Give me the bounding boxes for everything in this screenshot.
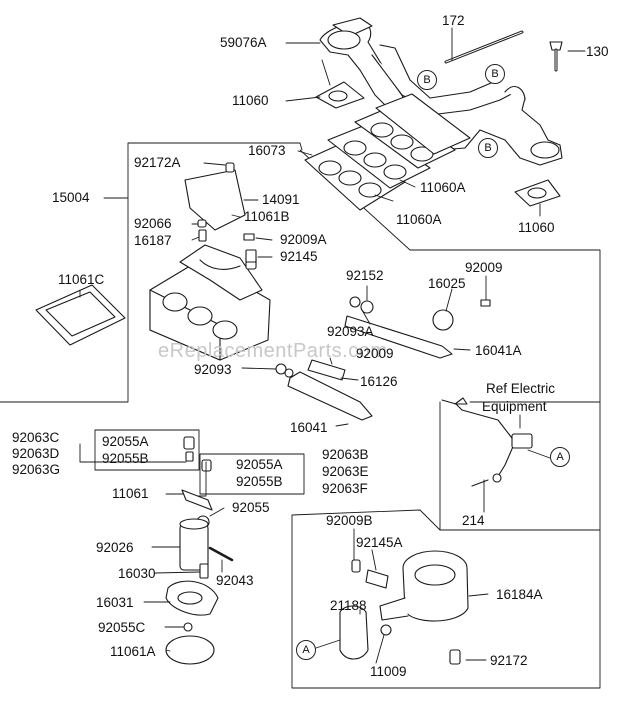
leader-lines (79, 27, 586, 664)
intake-manifold (319, 17, 563, 166)
part-label-92055B: 92055B (236, 474, 283, 489)
part-label-11061A: 11061A (110, 644, 156, 659)
carb-gasket (35, 284, 126, 346)
frame-lines (0, 142, 601, 689)
choke-parts (184, 162, 257, 263)
part-label-92026: 92026 (96, 540, 134, 555)
part-label-92063F: 92063F (322, 481, 368, 496)
part-label-92055: 92055 (232, 500, 270, 515)
watermark: eReplacementParts.com (158, 340, 388, 362)
part-label-16041A: 16041A (475, 343, 522, 358)
part-label-92172: 92172 (490, 653, 528, 668)
part-label-92055A: 92055A (102, 434, 149, 449)
part-label-11061C: 11061C (58, 272, 105, 287)
part-label-92063B: 92063B (322, 447, 369, 462)
part-label-11060A: 11060A (420, 180, 466, 195)
part-label-59076A: 59076A (220, 35, 267, 50)
part-label-214: 214 (462, 513, 485, 528)
part-label-11009: 11009 (370, 664, 407, 679)
part-label-14091: 14091 (262, 192, 300, 207)
part-label-92063C: 92063C (12, 430, 60, 445)
wire-harness (441, 397, 533, 487)
part-label-16031: 16031 (96, 595, 134, 610)
part-label-16041: 16041 (290, 420, 328, 435)
part-label-16073: 16073 (248, 143, 286, 158)
callout-b: B (485, 64, 505, 84)
float-bowl-assembly (165, 436, 234, 665)
part-label-16184A: 16184A (496, 587, 543, 602)
stud-and-bolt (444, 30, 563, 72)
part-label-92055B: 92055B (102, 451, 149, 466)
flange-gaskets (315, 81, 561, 207)
part-label-92152: 92152 (346, 268, 384, 283)
part-label-16030: 16030 (118, 566, 156, 581)
callout-b: B (478, 138, 498, 158)
part-label-11060A: 11060A (396, 212, 442, 227)
part-label-15004: 15004 (52, 190, 90, 205)
part-label-11060: 11060 (518, 220, 555, 235)
part-label-92055A: 92055A (236, 457, 283, 472)
part-label-92043: 92043 (216, 573, 254, 588)
part-label-92066: 92066 (134, 216, 172, 231)
part-label-92093A: 92093A (327, 324, 374, 339)
part-label-92063E: 92063E (322, 464, 369, 479)
part-label-16126: 16126 (360, 374, 398, 389)
part-label-130: 130 (586, 44, 609, 59)
part-label-172: 172 (442, 13, 465, 28)
callout-a: A (296, 640, 316, 660)
callout-b: B (417, 70, 437, 90)
part-label-92055C: 92055C (98, 620, 146, 635)
part-label-92009: 92009 (356, 346, 394, 361)
part-label-11061: 11061 (112, 486, 149, 501)
part-label-11061B: 11061B (244, 209, 290, 224)
throttle-linkage (275, 296, 491, 421)
part-label-11060: 11060 (232, 93, 269, 108)
part-label-16025: 16025 (428, 276, 466, 291)
part-label-92009B: 92009B (326, 513, 373, 528)
part-label-92145: 92145 (280, 249, 318, 264)
part-label-92009: 92009 (465, 260, 503, 275)
ref-electric-label: Ref Electric (486, 381, 556, 396)
part-label-92172A: 92172A (134, 155, 181, 170)
part-label-92009A: 92009A (280, 232, 327, 247)
part-label-92063G: 92063G (12, 462, 61, 477)
part-label-21188: 21188 (330, 598, 367, 613)
carburetor-body (149, 244, 271, 361)
part-label-92063D: 92063D (12, 446, 60, 461)
callout-a: A (550, 447, 570, 467)
part-label-16187: 16187 (134, 233, 172, 248)
manifold-gaskets (304, 93, 471, 211)
throttle-body-assembly (339, 550, 469, 665)
ref-equipment-label: Equipment (482, 399, 547, 414)
part-label-92093: 92093 (194, 362, 232, 377)
part-label-92145A: 92145A (356, 535, 403, 550)
